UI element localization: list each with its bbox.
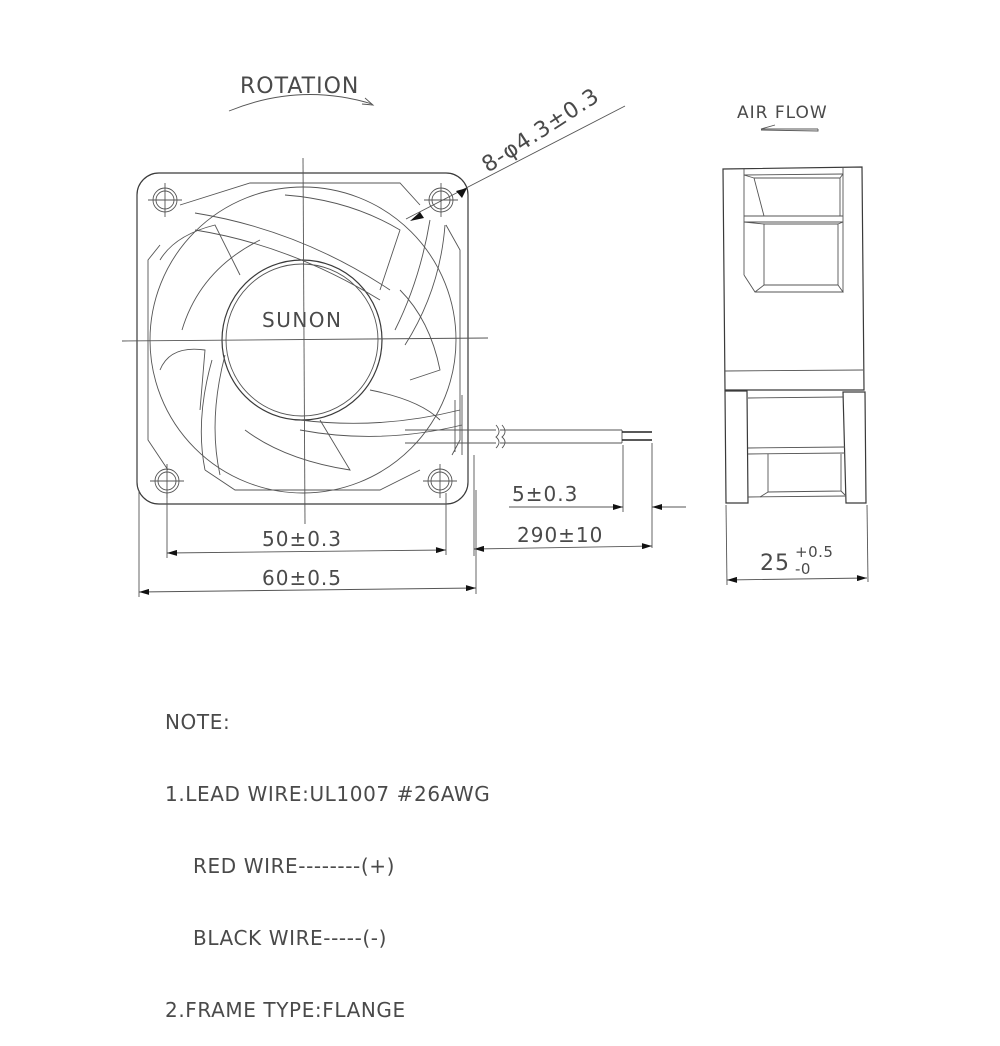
lead-wire xyxy=(495,424,652,449)
dimension-lead-length: 290±10 xyxy=(473,455,653,556)
strip-length-label: 5±0.3 xyxy=(512,482,578,506)
mounting-hole-top-left xyxy=(148,183,182,217)
note-lead-wire: 1.LEAD WIRE:UL1007 #26AWG xyxy=(165,782,491,806)
rotation-arrow-icon xyxy=(228,94,373,112)
hole-spacing-label: 50±0.3 xyxy=(262,527,342,551)
dimension-hole-spacing: 50±0.3 xyxy=(166,493,447,558)
vertical-centerline xyxy=(302,157,306,525)
mounting-hole-bottom-left xyxy=(150,464,184,498)
dimension-strip-length: 5±0.3 xyxy=(509,443,686,548)
thickness-nominal-label: 25 xyxy=(760,551,790,576)
fan-front-view: SUNON xyxy=(136,172,496,505)
airflow-label: AIR FLOW xyxy=(737,103,828,123)
fan-side-view: AIR FLOW 25 +0.5 -0 xyxy=(722,103,869,586)
airflow-arrow-icon xyxy=(760,124,819,132)
dimension-frame-width: 60±0.5 xyxy=(138,490,477,597)
frame-width-label: 60±0.5 xyxy=(262,566,342,590)
mounting-hole-bottom-right xyxy=(423,464,457,498)
notes-block: NOTE: 1.LEAD WIRE:UL1007 #26AWG RED WIRE… xyxy=(165,662,490,1046)
hole-callout-label: 8-φ4.3±0.3 xyxy=(478,84,605,178)
note-red-wire: RED WIRE--------(+) xyxy=(193,854,395,878)
mounting-hole-top-right xyxy=(424,183,458,217)
notes-title: NOTE: xyxy=(165,710,231,734)
rotation-indicator: ROTATION xyxy=(228,74,375,112)
note-frame-type: 2.FRAME TYPE:FLANGE xyxy=(165,998,406,1022)
fan-drawing: ROTATION 8-φ4.3±0.3 xyxy=(121,74,869,597)
thickness-lower-tolerance: -0 xyxy=(795,560,811,578)
brand-label: SUNON xyxy=(262,308,343,332)
note-black-wire: BLACK WIRE-----(-) xyxy=(193,926,388,950)
rotation-label: ROTATION xyxy=(240,74,359,99)
horizontal-centerline xyxy=(121,337,489,342)
thickness-upper-tolerance: +0.5 xyxy=(795,543,833,561)
lead-length-label: 290±10 xyxy=(517,523,603,547)
